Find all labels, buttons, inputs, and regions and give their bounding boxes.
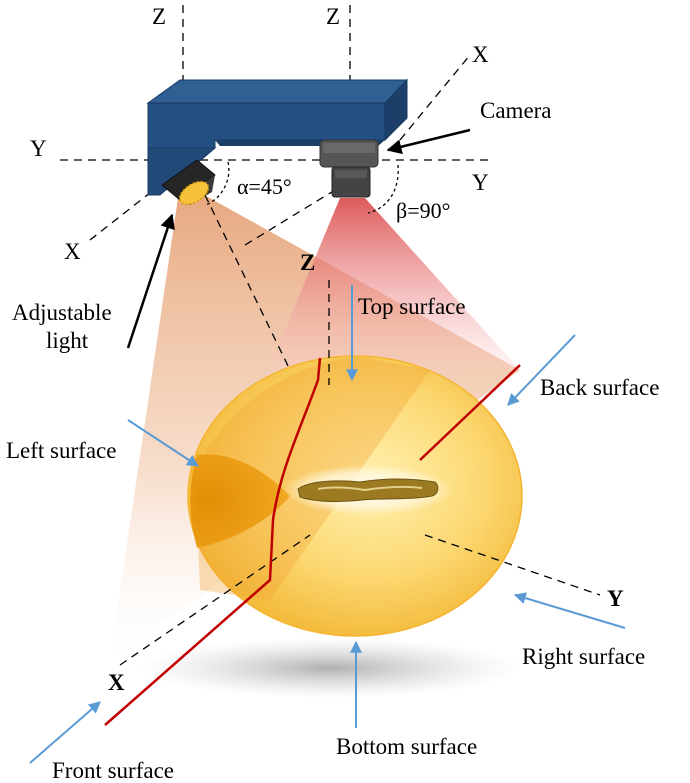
- x-top-right-label: X: [472, 42, 489, 67]
- defect-crack-highlight: [317, 485, 423, 492]
- ground-shadow: [140, 638, 520, 698]
- bottom-surface-label: Bottom surface: [336, 734, 477, 759]
- camera-label: Camera: [480, 98, 552, 123]
- x-axis-label: X: [108, 670, 125, 695]
- camera-pointer-arrow: [386, 128, 471, 155]
- z-top-left-label: Z: [152, 4, 166, 29]
- back-surface-label: Back surface: [540, 375, 659, 400]
- camera: [319, 139, 379, 198]
- z-mid-label: Z: [300, 250, 315, 275]
- z-top-right-label: Z: [326, 4, 340, 29]
- right-surface-label: Right surface: [522, 644, 645, 669]
- light-pointer-arrow: [126, 213, 175, 349]
- y-left-label: Y: [30, 136, 47, 161]
- y-axis-label: Y: [607, 586, 624, 611]
- left-surface-region: [190, 454, 290, 548]
- light-label: light: [46, 328, 89, 353]
- adjustable-light: [161, 159, 216, 206]
- front-surface-arrow: [29, 701, 101, 764]
- beta-arc: [367, 164, 399, 214]
- alpha-arc: [205, 161, 230, 206]
- x-left-label: X: [64, 239, 81, 264]
- camera-beam-cone: [265, 198, 520, 378]
- back-surface-arrow: [507, 334, 576, 406]
- top-surface-label: Top surface: [358, 294, 466, 319]
- section-boundary-line-back: [419, 364, 521, 461]
- light-lens: [178, 180, 210, 206]
- y-right-label: Y: [472, 170, 489, 195]
- surface-arrows: [29, 285, 626, 764]
- alpha-label: α=45°: [237, 174, 292, 199]
- front-surface-label: Front surface: [52, 758, 174, 783]
- right-surface-arrow: [513, 592, 626, 629]
- beta-label: β=90°: [396, 198, 450, 223]
- left-surface-arrow: [127, 419, 200, 467]
- section-boundary-line: [104, 357, 322, 726]
- adjustable-label: Adjustable: [12, 300, 112, 325]
- left-surface-label: Left surface: [6, 438, 116, 463]
